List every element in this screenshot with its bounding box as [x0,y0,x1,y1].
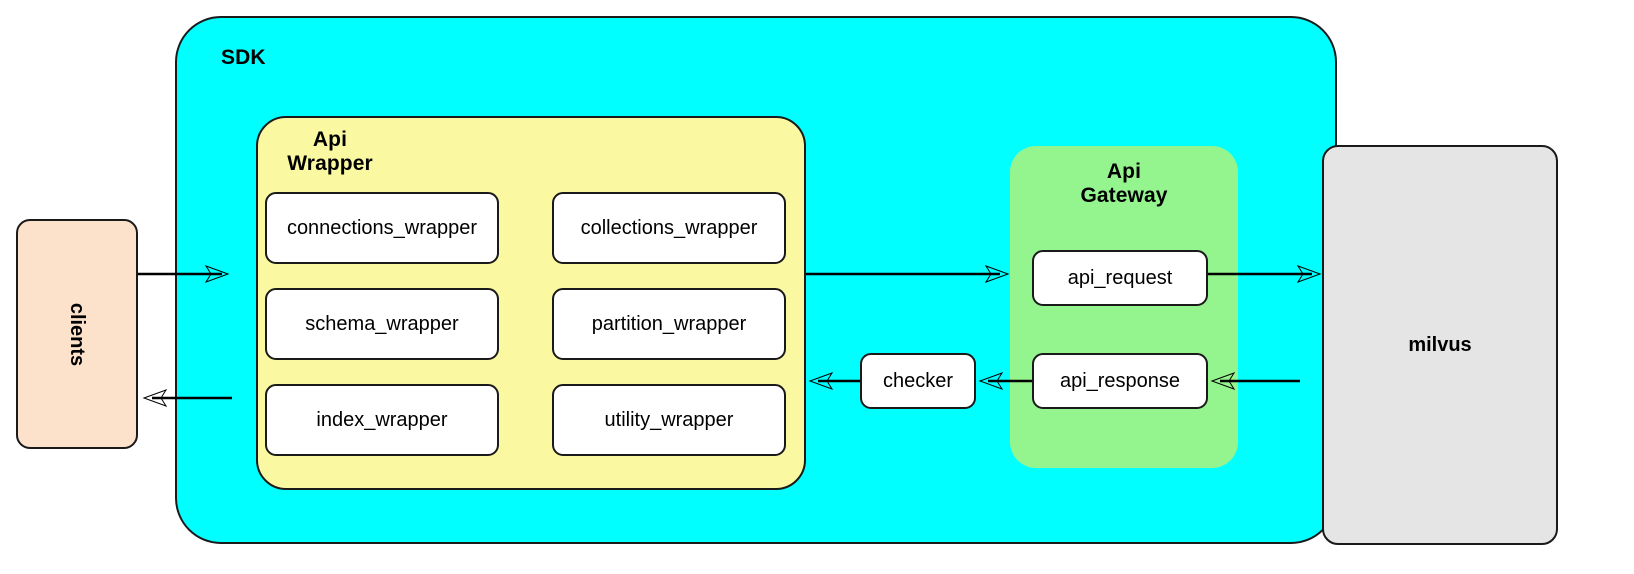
node-api-request[interactable]: api_request [1032,250,1208,306]
clients-label: clients [66,302,89,366]
arrowhead-api-wrapper-to-clients [142,389,168,407]
node-partition-wrapper[interactable]: partition_wrapper [552,288,786,360]
api-wrapper-label: Api Wrapper [287,128,373,175]
sdk-label: SDK [221,46,266,69]
node-clients[interactable]: clients [16,219,138,449]
node-utility-wrapper[interactable]: utility_wrapper [552,384,786,456]
node-checker[interactable]: checker [860,353,976,409]
node-milvus[interactable]: milvus [1322,145,1558,545]
node-collections-wrapper[interactable]: collections_wrapper [552,192,786,264]
node-index-wrapper[interactable]: index_wrapper [265,384,499,456]
node-api-response[interactable]: api_response [1032,353,1208,409]
node-schema-wrapper[interactable]: schema_wrapper [265,288,499,360]
node-connections-wrapper[interactable]: connections_wrapper [265,192,499,264]
api-gateway-container[interactable]: Api Gateway [1010,146,1238,468]
api-gateway-label: Api Gateway [1080,160,1168,207]
